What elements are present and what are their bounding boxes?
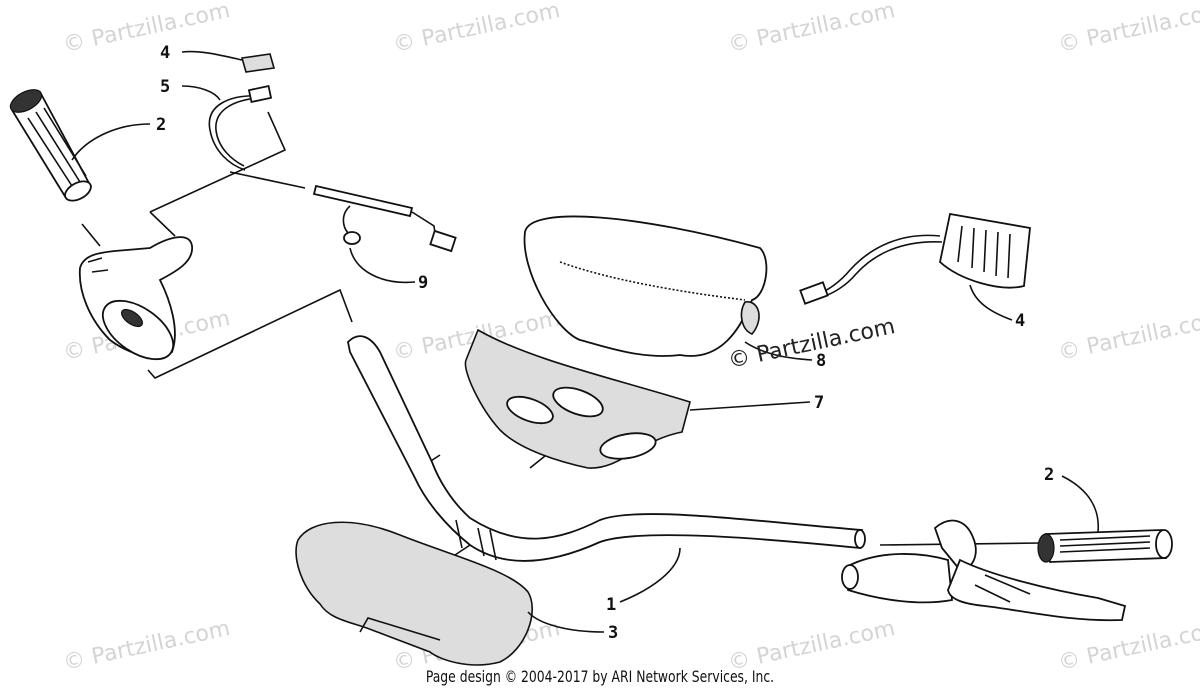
handlebar-pad-upper bbox=[523, 215, 768, 357]
thumb-warmer bbox=[799, 212, 1031, 305]
callout-labels: 2 4 5 9 4 8 7 2 1 3 bbox=[156, 43, 1054, 643]
page-footer: Page design © 2004-2017 by ARI Network S… bbox=[425, 667, 775, 686]
watermark: © Partzilla.com bbox=[726, 0, 897, 58]
callout-2-left: 2 bbox=[156, 115, 166, 135]
heater-wire bbox=[208, 84, 273, 171]
throttle-control bbox=[78, 236, 193, 361]
callout-3: 3 bbox=[608, 623, 618, 643]
assembly-lines bbox=[81, 111, 1041, 556]
watermark: © Partzilla.com bbox=[1056, 306, 1200, 366]
right-grip bbox=[1037, 529, 1173, 563]
callout-5: 4 bbox=[160, 43, 170, 63]
small-pad bbox=[240, 53, 276, 73]
callout-7: 7 bbox=[814, 393, 824, 413]
callout-2-right: 2 bbox=[1044, 465, 1054, 485]
handlebar bbox=[347, 335, 866, 562]
callout-6: 5 bbox=[160, 77, 170, 97]
callout-4: 4 bbox=[1015, 311, 1025, 331]
watermark: © Partzilla.com bbox=[391, 0, 562, 58]
leader-lines bbox=[71, 50, 1100, 633]
watermark: © Partzilla.com bbox=[1056, 0, 1200, 58]
crossbar-pad-lower bbox=[295, 521, 533, 666]
left-grip bbox=[9, 89, 92, 202]
watermark: © Partzilla.com bbox=[61, 0, 232, 58]
callout-8: 8 bbox=[816, 351, 826, 371]
callout-1: 1 bbox=[606, 595, 616, 615]
wire-connector bbox=[312, 184, 457, 253]
callout-9: 9 bbox=[418, 273, 428, 293]
brake-control bbox=[841, 519, 1127, 622]
pad-insert bbox=[464, 328, 691, 469]
